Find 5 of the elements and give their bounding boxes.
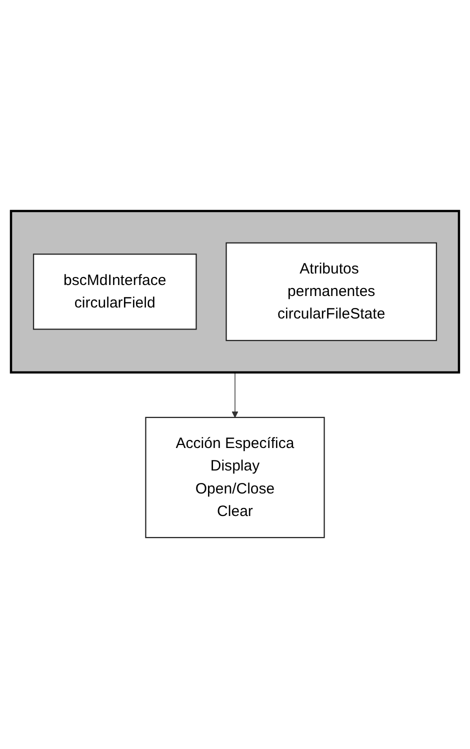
node-box: Atributos permanentes circularFileState xyxy=(226,242,438,342)
node-box: bscMdInterface circularField xyxy=(32,254,197,330)
arrow xyxy=(232,372,238,418)
node-box: Acción Específica Display Open/Close Clear xyxy=(145,417,325,538)
cluster xyxy=(10,210,460,374)
